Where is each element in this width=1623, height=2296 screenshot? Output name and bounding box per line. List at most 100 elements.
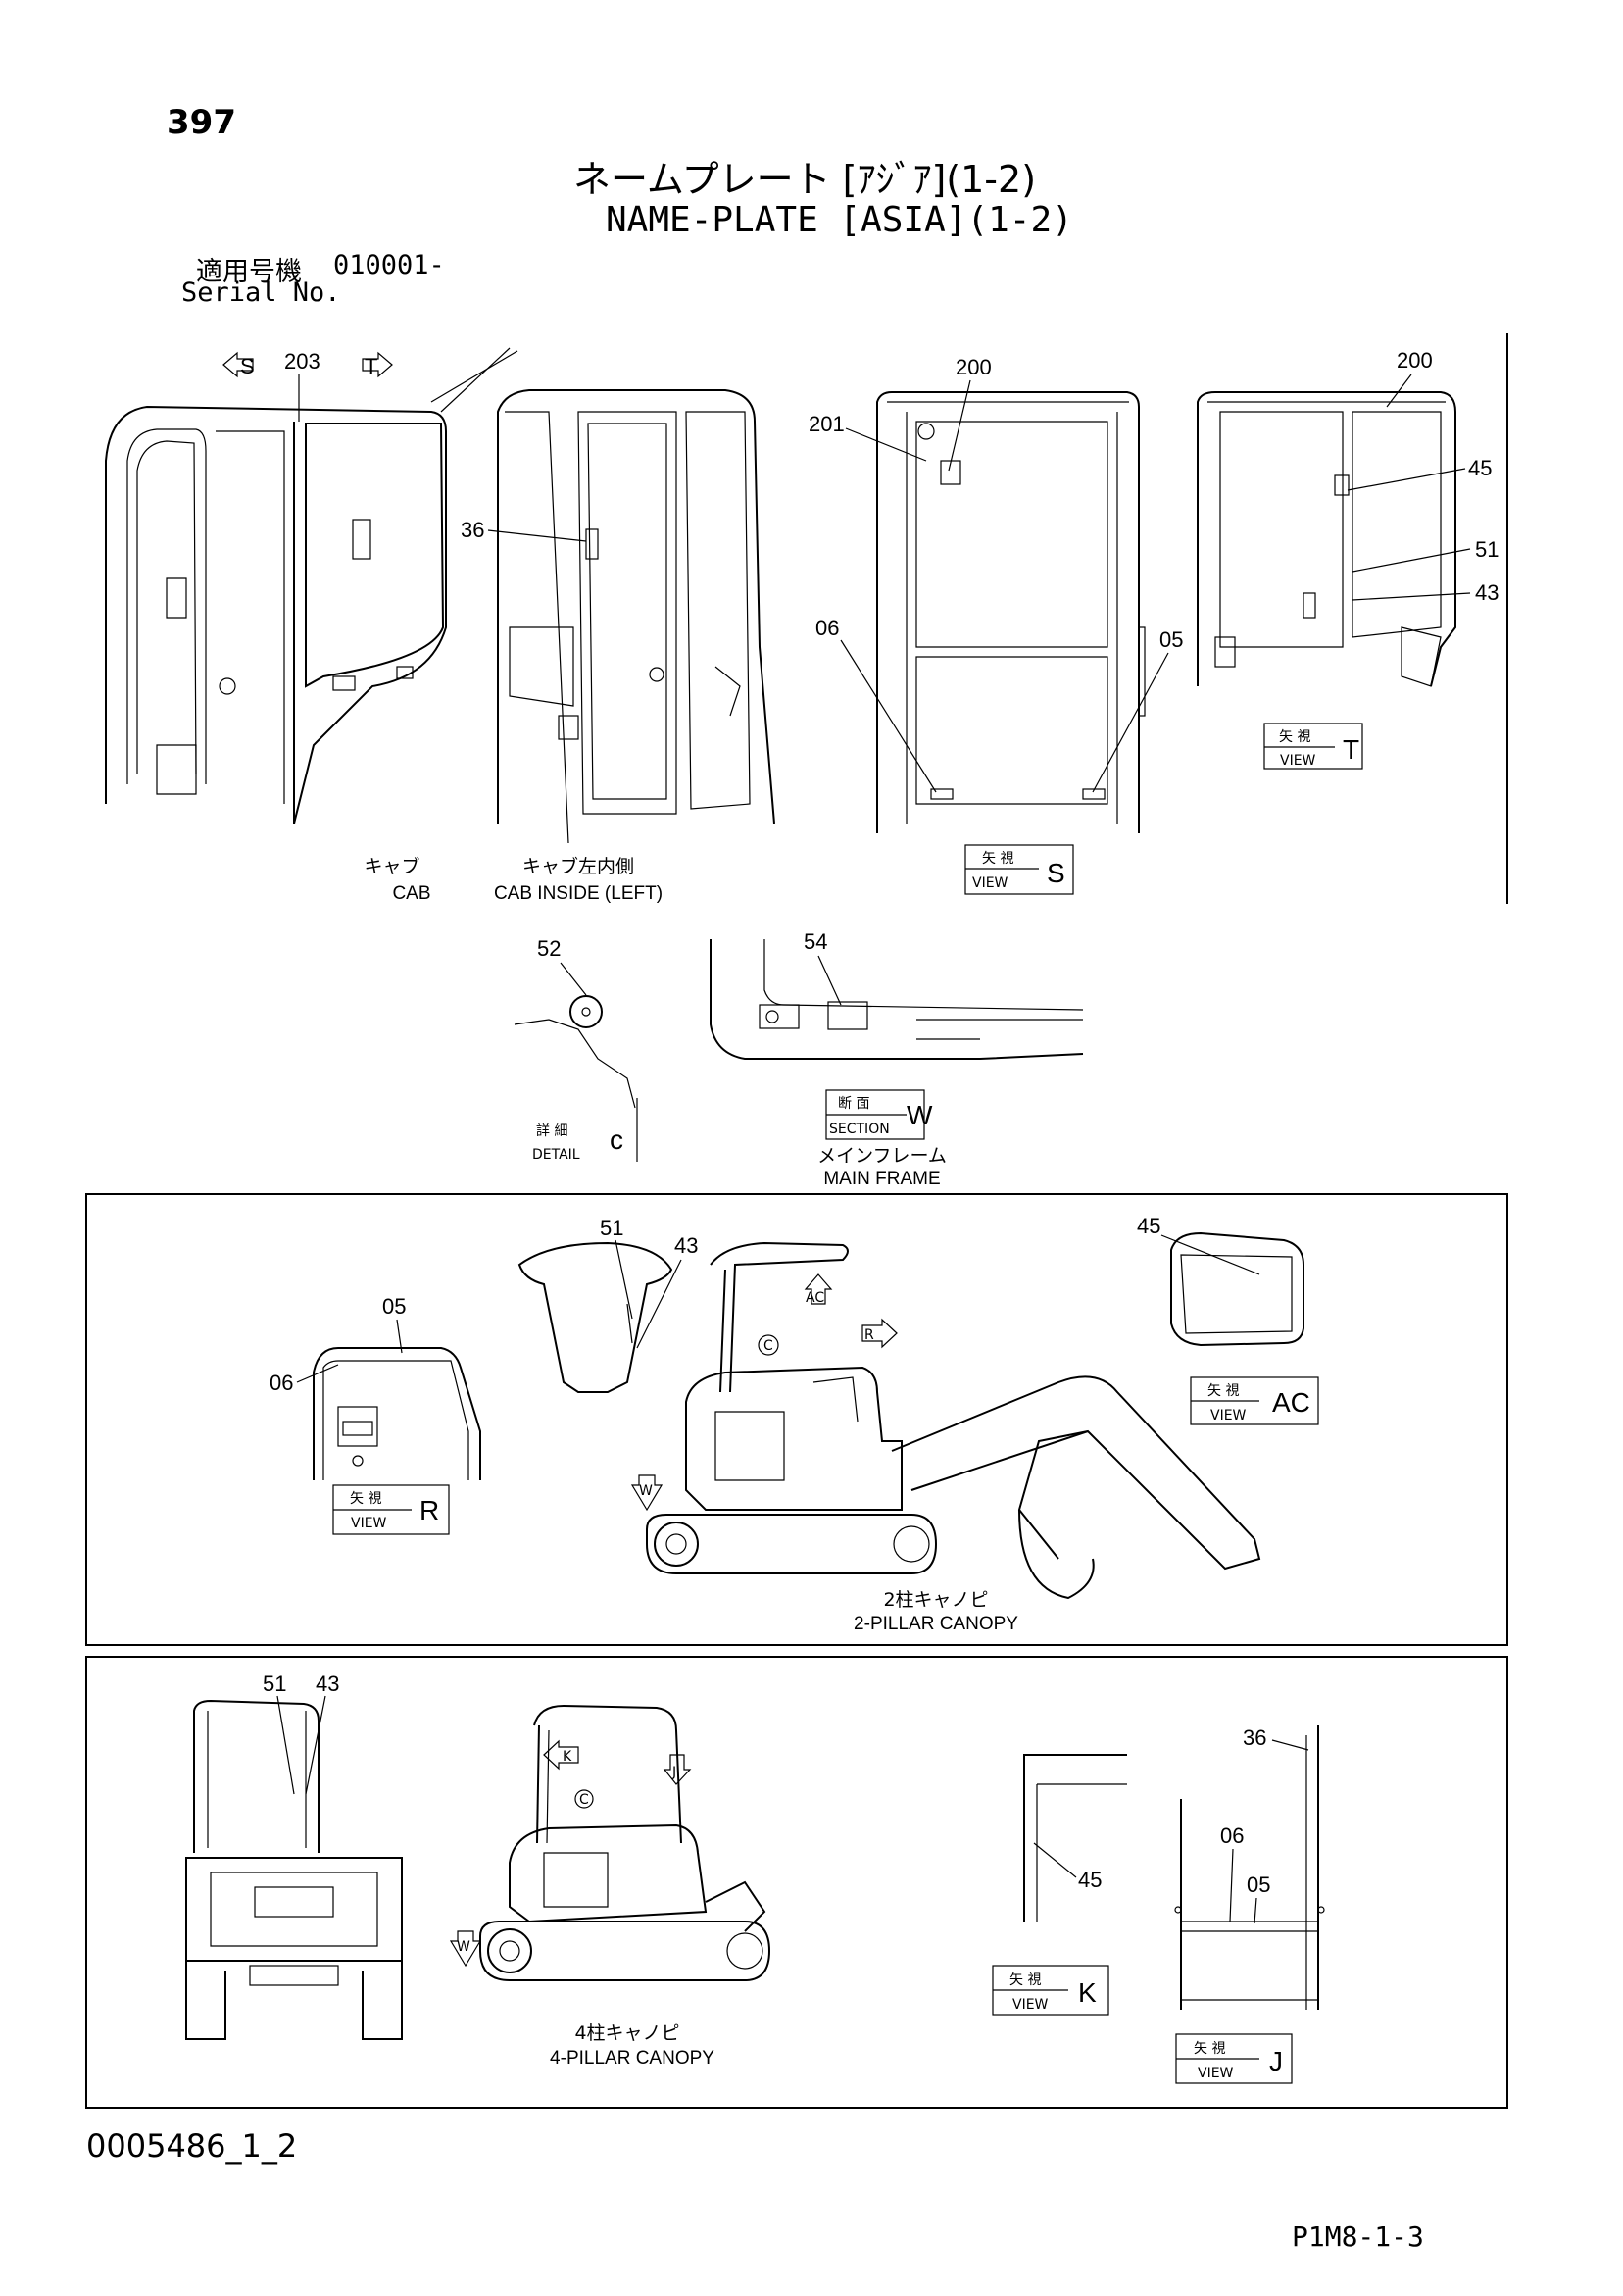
view-t-en: VIEW bbox=[1280, 753, 1316, 769]
arrow-t-letter: T bbox=[365, 354, 377, 378]
section-letter: W bbox=[907, 1100, 933, 1130]
callout-43-view-t: 43 bbox=[1475, 580, 1499, 605]
view-ac-ja: 矢 視 bbox=[1207, 1383, 1239, 1399]
detail-c-marker-2: C bbox=[574, 1789, 594, 1809]
callout-51-view-t: 51 bbox=[1475, 537, 1499, 562]
serial-value: 010001- bbox=[333, 250, 445, 280]
view-ac-label-box: 矢 視 VIEW AC bbox=[1190, 1376, 1319, 1425]
callout-06-view-s: 06 bbox=[815, 616, 839, 640]
callout-45-view-k: 45 bbox=[1078, 1868, 1102, 1892]
arrow-ac-letter: AC bbox=[806, 1290, 824, 1306]
view-k-label-box: 矢 視 VIEW K bbox=[992, 1965, 1109, 2016]
page-number: 397 bbox=[167, 103, 236, 142]
arrow-s-letter: S bbox=[240, 354, 255, 378]
section-ja: 断 面 bbox=[838, 1096, 869, 1112]
serial-label-english: Serial No. bbox=[181, 277, 341, 308]
title-japanese: ネームプレート [ｱｼﾞｱ](1-2) bbox=[573, 158, 1037, 201]
callout-05-view-j: 05 bbox=[1247, 1872, 1270, 1897]
view-j-letter: J bbox=[1269, 2046, 1283, 2076]
view-arrow-k: K bbox=[543, 1739, 579, 1771]
view-s-drawing bbox=[876, 391, 1146, 833]
detail-en: DETAIL bbox=[532, 1147, 580, 1163]
four-pillar-excavator-drawing bbox=[479, 1704, 771, 1981]
callout-201: 201 bbox=[809, 412, 845, 436]
callout-45-view-t: 45 bbox=[1468, 456, 1492, 480]
two-pillar-section-border bbox=[85, 1193, 1508, 1646]
callout-05-view-s: 05 bbox=[1159, 627, 1183, 652]
canopy2-caption-en: 2-PILLAR CANOPY bbox=[854, 1614, 1018, 1634]
four-pillar-section-border bbox=[85, 1656, 1508, 2109]
view-r-en: VIEW bbox=[351, 1516, 387, 1531]
callout-06-view-r: 06 bbox=[270, 1371, 293, 1395]
cab-exterior-drawing bbox=[105, 347, 518, 824]
canopy2-caption-ja: 2柱キャノピ bbox=[883, 1589, 988, 1611]
view-s-label-box: 矢 視 VIEW S bbox=[964, 844, 1074, 895]
marker-c-letter: C bbox=[763, 1338, 773, 1354]
section-en: SECTION bbox=[829, 1122, 890, 1137]
callout-51-rear: 51 bbox=[263, 1672, 286, 1696]
canopy4-caption-en: 4-PILLAR CANOPY bbox=[550, 2048, 714, 2069]
document-id: 0005486_1_2 bbox=[86, 2127, 298, 2165]
view-r-letter: R bbox=[419, 1495, 439, 1525]
view-r-drawing bbox=[313, 1347, 481, 1480]
callout-200-view-t: 200 bbox=[1397, 348, 1433, 373]
callout-203: 203 bbox=[284, 349, 320, 374]
view-ac-en: VIEW bbox=[1210, 1408, 1247, 1423]
canopy4-caption-ja: 4柱キャノピ bbox=[574, 2022, 679, 2044]
cab-caption-ja: キャブ bbox=[364, 855, 419, 877]
view-arrow-j: J bbox=[663, 1754, 692, 1785]
callout-45-view-ac: 45 bbox=[1137, 1214, 1160, 1238]
view-t-letter: T bbox=[1343, 734, 1359, 765]
callout-06-view-j: 06 bbox=[1220, 1823, 1244, 1848]
view-j-ja: 矢 視 bbox=[1194, 2041, 1225, 2057]
section-arrow-w-2: W bbox=[449, 1930, 482, 1968]
callout-36-inside: 36 bbox=[461, 518, 484, 542]
detail-c-marker: C bbox=[758, 1334, 779, 1356]
section-arrow-w: W bbox=[630, 1474, 664, 1512]
view-s-ja: 矢 視 bbox=[982, 851, 1013, 867]
detail-ja: 詳 細 bbox=[536, 1123, 567, 1139]
view-ac-letter: AC bbox=[1272, 1387, 1310, 1418]
view-k-en: VIEW bbox=[1012, 1997, 1049, 2013]
callout-200-view-s: 200 bbox=[956, 355, 992, 379]
view-k-drawing bbox=[1023, 1754, 1127, 1922]
view-arrow-t: T bbox=[362, 351, 393, 378]
arrow-w-letter: W bbox=[639, 1483, 653, 1499]
callout-51-canopy: 51 bbox=[600, 1216, 623, 1240]
view-t-drawing bbox=[1197, 391, 1456, 687]
view-t-ja: 矢 視 bbox=[1279, 729, 1310, 745]
rear-view-drawing bbox=[185, 1699, 403, 2040]
callout-43-rear: 43 bbox=[316, 1672, 339, 1696]
title-english: NAME-PLATE [ASIA](1-2) bbox=[606, 200, 1073, 240]
view-t-label-box: 矢 視 VIEW T bbox=[1263, 723, 1363, 770]
arrow-r-letter: R bbox=[864, 1327, 874, 1343]
view-arrow-s: S bbox=[222, 351, 255, 378]
section-w-drawing bbox=[710, 939, 1084, 1060]
main-frame-ja: メインフレーム bbox=[817, 1145, 947, 1167]
arrow-k-letter: K bbox=[563, 1749, 572, 1765]
cab-caption-en: CAB bbox=[392, 883, 430, 904]
detail-letter: c bbox=[610, 1124, 623, 1155]
arrow-w2-letter: W bbox=[457, 1939, 470, 1955]
marker-c2-letter: C bbox=[579, 1792, 589, 1808]
view-arrow-r: R bbox=[861, 1318, 898, 1349]
view-k-ja: 矢 視 bbox=[1009, 1972, 1041, 1988]
callout-05-view-r: 05 bbox=[382, 1294, 406, 1319]
callout-52: 52 bbox=[537, 936, 561, 961]
callout-43-canopy: 43 bbox=[674, 1233, 698, 1258]
view-arrow-ac: AC bbox=[804, 1273, 833, 1306]
cab-inside-caption-ja: キャブ左内側 bbox=[522, 855, 634, 877]
view-r-label-box: 矢 視 VIEW R bbox=[332, 1484, 450, 1535]
main-frame-en: MAIN FRAME bbox=[823, 1169, 940, 1189]
callout-54: 54 bbox=[804, 929, 827, 954]
arrow-j-letter: J bbox=[671, 1765, 676, 1780]
view-ac-drawing bbox=[1170, 1231, 1304, 1347]
cab-inside-caption-en: CAB INSIDE (LEFT) bbox=[494, 883, 663, 904]
serial-label-japanese: 適用号機 bbox=[196, 257, 302, 287]
canopy-roof-detail bbox=[517, 1241, 673, 1393]
view-k-letter: K bbox=[1078, 1977, 1097, 2008]
two-pillar-excavator-drawing bbox=[646, 1241, 1261, 1600]
section-w-label-box: 断 面 SECTION W bbox=[825, 1089, 933, 1140]
view-j-en: VIEW bbox=[1198, 2066, 1234, 2081]
